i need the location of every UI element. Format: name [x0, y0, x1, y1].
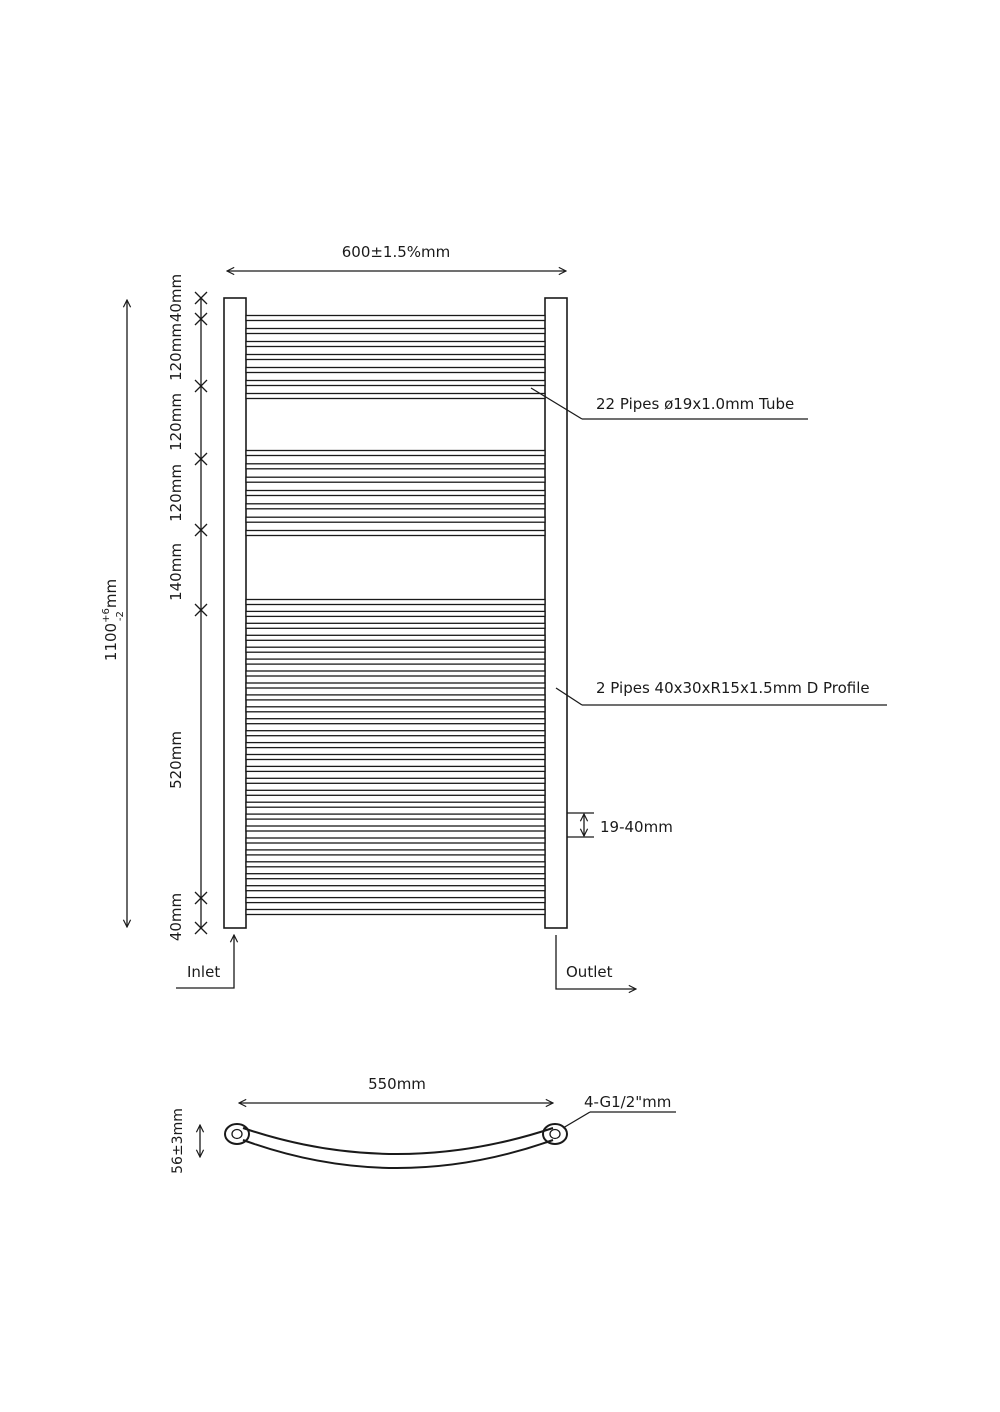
tube — [245, 634, 546, 641]
tube — [245, 658, 546, 665]
depth-dimension: 56±3mm — [170, 1108, 200, 1174]
tube — [245, 622, 546, 629]
tube — [245, 730, 546, 737]
tube — [245, 908, 546, 916]
connection-label: 4-G1/2"mm — [584, 1093, 671, 1111]
segment-label: 120mm — [167, 393, 185, 451]
segment-tick — [194, 603, 208, 617]
depth-label: 56±3mm — [170, 1108, 186, 1174]
outlet-label: Outlet — [566, 963, 613, 981]
height-dimension: 1100+6-2mm — [101, 300, 127, 927]
left-upright-profile — [223, 297, 247, 929]
tube — [245, 765, 546, 773]
segment-label: 140mm — [167, 543, 185, 601]
tube — [245, 529, 546, 537]
right-connector — [542, 1123, 568, 1145]
curved-body-outer — [242, 1127, 554, 1155]
left-connector — [224, 1123, 250, 1145]
connection-callout: 4-G1/2"mm — [562, 1093, 676, 1129]
top-width-label: 550mm — [368, 1075, 426, 1093]
tube — [245, 813, 546, 820]
segment-tick — [194, 452, 208, 466]
callout-tubes: 22 Pipes ø19x1.0mm Tube — [530, 387, 808, 420]
tube — [245, 476, 546, 483]
callout-tubes-label: 22 Pipes ø19x1.0mm Tube — [596, 395, 794, 413]
segment-label: 120mm — [167, 464, 185, 522]
segment-ticks — [194, 291, 208, 935]
tube — [245, 706, 546, 713]
top-view: 550mm 4-G1/2"mm 56±3mm — [170, 1075, 676, 1174]
segment-label: 120mm — [167, 323, 185, 381]
tube — [245, 598, 546, 606]
tube — [245, 682, 546, 689]
tube — [245, 379, 546, 387]
callout-spacing: 19-40mm — [567, 812, 673, 838]
tube — [245, 777, 546, 784]
segment-label: 40mm — [167, 893, 185, 941]
tube — [245, 849, 546, 856]
tube — [245, 353, 546, 361]
tube — [245, 873, 546, 880]
tube — [245, 449, 546, 457]
width-dimension: 600±1.5%mm — [227, 243, 566, 271]
right-upright-profile — [544, 297, 568, 929]
segment-tick — [194, 379, 208, 393]
tube — [245, 753, 546, 761]
callout-profile-label: 2 Pipes 40x30xR15x1.5mm D Profile — [596, 679, 870, 697]
tube — [245, 327, 546, 335]
segment-label: 40mm — [167, 274, 185, 322]
tube — [245, 646, 546, 653]
inlet: Inlet — [176, 935, 234, 989]
height-label: 1100+6-2mm — [101, 579, 126, 661]
tube — [245, 801, 546, 808]
tube — [245, 503, 546, 510]
segment-tick — [194, 523, 208, 537]
callout-profile: 2 Pipes 40x30xR15x1.5mm D Profile — [555, 679, 887, 706]
segment-tick — [194, 891, 208, 905]
tube — [245, 789, 546, 796]
segment-tick — [194, 921, 208, 935]
tube — [245, 861, 546, 868]
width-label: 600±1.5%mm — [342, 243, 451, 261]
tube — [245, 340, 546, 348]
tube — [245, 837, 546, 844]
front-view: 600±1.5%mm 1100+6-2mm 40mm120mm120mm120m… — [101, 243, 887, 989]
tube — [245, 489, 546, 497]
inlet-label: Inlet — [187, 963, 220, 981]
tube — [245, 670, 546, 677]
tube — [245, 610, 546, 618]
tube — [245, 392, 546, 400]
segment-tick — [194, 291, 208, 305]
segment-label: 520mm — [167, 731, 185, 789]
tube — [245, 825, 546, 832]
tube — [245, 694, 546, 701]
curved-body-inner — [242, 1139, 554, 1169]
tube — [245, 516, 546, 523]
tube — [245, 463, 546, 470]
tube — [245, 885, 546, 892]
outlet: Outlet — [555, 935, 636, 989]
tube — [245, 718, 546, 725]
tube — [245, 741, 546, 749]
callout-spacing-label: 19-40mm — [600, 818, 673, 836]
top-width-dimension: 550mm — [239, 1075, 553, 1103]
tube — [245, 366, 546, 374]
tube — [245, 314, 546, 322]
segment-tick — [194, 312, 208, 326]
tube — [245, 896, 546, 904]
tube-array — [245, 314, 546, 916]
